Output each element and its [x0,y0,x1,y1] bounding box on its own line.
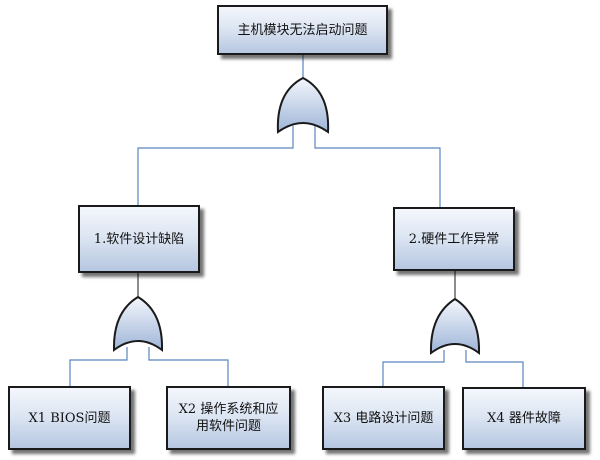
basic-event-x3: X3 电路设计问题 [322,386,445,450]
basic-event-x2: X2 操作系统和应用软件问题 [166,386,291,450]
intermediate-event-label: 1.软件设计缺陷 [93,231,185,247]
basic-event-label: X4 器件故障 [487,411,561,426]
connector-line [465,350,524,387]
intermediate-event-hardware: 2.硬件工作异常 [393,207,515,271]
or-gate-icon [276,76,330,134]
connector-line [148,347,229,386]
or-gate-icon [429,297,481,355]
intermediate-event-label: 2.硬件工作异常 [408,231,500,247]
connector-line [314,126,441,207]
basic-event-label: X2 操作系统和应用软件问题 [178,402,279,434]
top-event: 主机模块无法启动问题 [217,5,388,55]
top-event-label: 主机模块无法启动问题 [237,22,368,38]
or-gate-icon [112,295,164,352]
basic-event-x4: X4 器件故障 [462,387,586,450]
intermediate-event-software: 1.软件设计缺陷 [78,205,200,273]
connector-line [69,347,128,386]
basic-event-label: X3 电路设计问题 [333,410,434,426]
basic-event-label: X1 BIOS问题 [28,410,111,426]
connector-line [137,126,294,205]
basic-event-x1: X1 BIOS问题 [8,386,131,450]
connector-line [382,350,445,386]
